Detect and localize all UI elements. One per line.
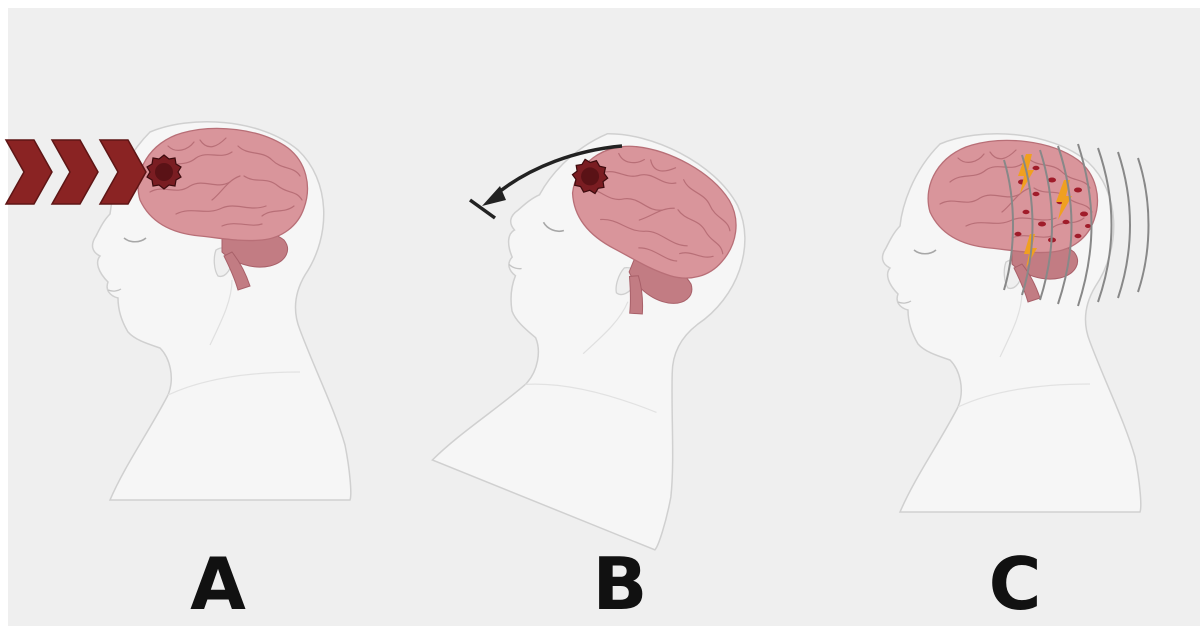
- panel-a-frontal-impact: [6, 122, 351, 500]
- panel-label-a: A: [138, 548, 298, 620]
- panel-label-b: B: [540, 548, 700, 620]
- impact-chevrons-icon: [6, 140, 146, 204]
- panel-a-lesion: [147, 155, 181, 189]
- panel-c-blast-wave: [883, 134, 1149, 512]
- panel-b-rotation: [416, 103, 797, 550]
- panel-label-c: C: [935, 548, 1095, 620]
